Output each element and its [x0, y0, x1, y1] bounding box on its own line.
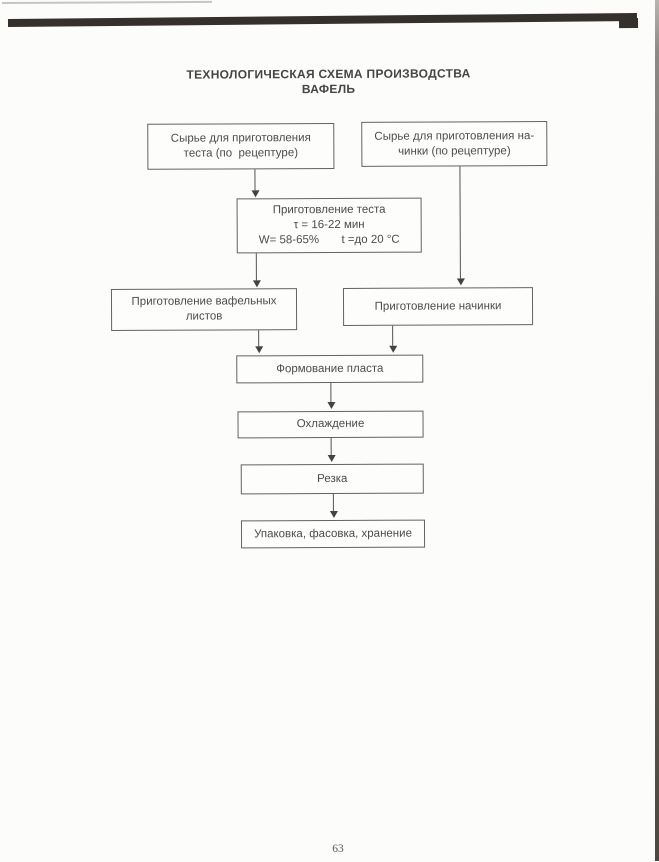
node-cooling-label: Охлаждение	[296, 417, 365, 431]
arrow-raw-filling-to-filling-prep	[459, 166, 461, 279]
page-number: 63	[332, 843, 344, 855]
node-dough-prep-moisture: W= 58-65%	[258, 234, 320, 247]
node-packaging: Упаковка, фасовка, хранение	[240, 519, 426, 549]
node-filling-prep: Приготовление начинки	[342, 287, 534, 326]
arrow-filling-prep-to-layer-forming	[392, 325, 394, 346]
arrow-cutting-to-packaging	[332, 493, 334, 511]
arrow-cooling-to-cutting	[330, 437, 332, 455]
node-dough-prep-temperature: t =до 20 °C	[341, 233, 400, 246]
node-wafer-sheets: Приготовление вафельных листов	[110, 288, 298, 331]
node-filling-prep-label: Приготовление начинки	[374, 299, 502, 313]
arrow-layer-forming-to-cooling	[330, 382, 332, 402]
node-raw-dough-label: Сырье для приготовления	[170, 132, 311, 145]
node-cooling: Охлаждение	[237, 410, 424, 439]
node-cutting: Резка	[240, 463, 424, 495]
node-raw-filling: Сырье для приготовления на- чинки (по ре…	[361, 121, 548, 167]
node-raw-dough-label: теста (по рецептуре)	[183, 147, 299, 160]
node-layer-forming: Формование пласта	[236, 354, 424, 384]
node-dough-prep-params: W= 58-65% t =до 20 °C	[238, 233, 421, 249]
arrow-raw-dough-to-dough-prep	[254, 169, 256, 191]
arrow-wafer-sheets-to-layer-forming	[258, 330, 260, 347]
node-cutting-label: Резка	[317, 472, 348, 485]
node-dough-prep-label: Приготовление теста	[272, 203, 386, 217]
node-dough-prep: Приготовление теста τ = 16-22 мин W= 58-…	[236, 197, 422, 254]
node-raw-filling-label: чинки (по рецептуре)	[398, 144, 511, 158]
title-line-2: ВАФЕЛЬ	[301, 81, 356, 97]
node-raw-dough: Сырье для приготовления теста (по рецепт…	[147, 122, 335, 170]
node-dough-prep-duration: τ = 16-22 мин	[293, 218, 365, 232]
node-layer-forming-label: Формование пласта	[276, 362, 384, 375]
node-wafer-sheets-label: листов	[185, 310, 223, 323]
scan-artifact-right-edge	[655, 0, 659, 861]
arrow-dough-prep-to-wafer-sheets	[255, 253, 257, 281]
node-packaging-label: Упаковка, фасовка, хранение	[254, 527, 412, 540]
node-wafer-sheets-label: Приготовление вафельных	[131, 295, 277, 308]
page-title: ТЕХНОЛОГИЧЕСКАЯ СХЕМА ПРОИЗВОДСТВА ВАФЕЛ…	[0, 66, 658, 99]
node-raw-filling-label: Сырье для приготовления на-	[374, 129, 535, 143]
